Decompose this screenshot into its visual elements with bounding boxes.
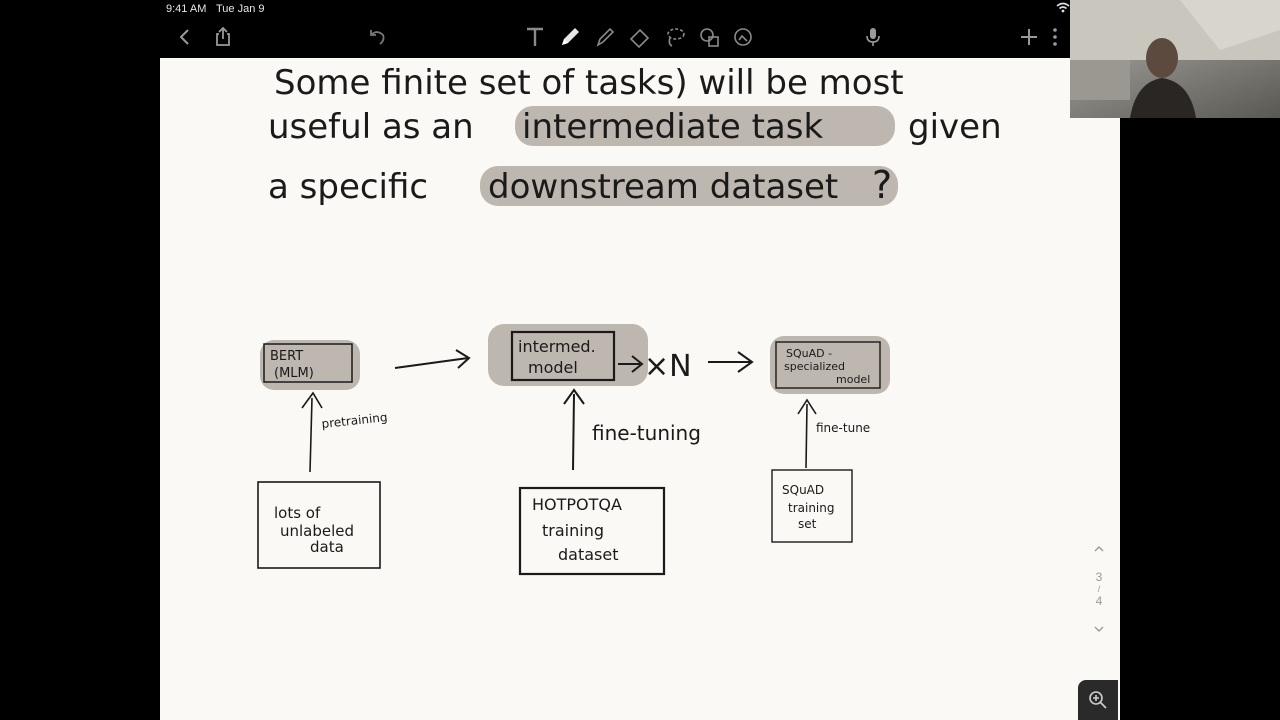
label-pretraining: pretraining [321, 410, 388, 431]
lasso-icon[interactable] [660, 22, 690, 52]
arrow-xn-to-squad [708, 351, 754, 373]
presenter-video-frame [1070, 0, 1280, 118]
squad-training-label-2: training [788, 501, 835, 515]
squad-training-label-3: set [798, 517, 817, 531]
wifi-icon [1056, 2, 1070, 13]
label-finetune: fine-tune [816, 421, 870, 435]
status-date: Tue Jan 9 [216, 3, 265, 15]
zoom-button[interactable] [1078, 680, 1118, 720]
squad-training-box [771, 469, 853, 543]
pen-icon[interactable] [555, 22, 585, 52]
bert-label-1: BERT [270, 349, 303, 364]
highlight-bert-box [260, 340, 360, 390]
intermed-label-2: model [528, 358, 578, 377]
webcam-video [1070, 0, 1280, 118]
status-bar: 9:41 AM Tue Jan 9 [160, 0, 1070, 18]
unlabeled-label-1: lots of [274, 504, 321, 522]
squad-model-label-1: SQuAD - [786, 347, 832, 360]
unlabeled-data-box [257, 481, 381, 569]
note-line-2-highlight: intermediate task [522, 107, 823, 147]
multiplier-xn: ×N [644, 349, 692, 384]
microphone-icon[interactable] [858, 22, 888, 52]
chevron-down-icon[interactable] [1092, 622, 1106, 636]
unlabeled-label-2: unlabeled [280, 522, 354, 540]
add-page-icon[interactable] [1014, 22, 1044, 52]
share-icon[interactable] [208, 22, 238, 52]
bert-box [263, 343, 353, 383]
highlighter-icon[interactable] [590, 22, 620, 52]
note-line-2b: given [908, 107, 1002, 147]
bert-label-2: (MLM) [274, 366, 314, 381]
arrow-intermed-to-xn [618, 355, 644, 373]
chevron-up-icon[interactable] [1092, 542, 1106, 556]
intermed-label-1: intermed. [518, 337, 596, 356]
shapes-icon[interactable] [695, 22, 725, 52]
note-line-2a: useful as an [268, 107, 474, 147]
text-tool-icon[interactable] [520, 22, 550, 52]
squad-model-label-3: model [836, 373, 870, 386]
squad-model-label-2: specialized [784, 360, 845, 373]
squad-model-box [775, 341, 881, 389]
page-current: 3 [1095, 570, 1103, 584]
label-finetuning: fine-tuning [592, 421, 701, 445]
hotpotqa-label-2: training [542, 521, 604, 540]
note-canvas[interactable]: Some finite set of tasks) will be most u… [160, 58, 1120, 720]
highlight-intermediate-task [515, 106, 895, 146]
arrow-finetuning [563, 388, 585, 471]
arrow-finetune [797, 398, 817, 469]
arrow-bert-to-intermed [394, 349, 471, 369]
hotpotqa-label-3: dataset [558, 545, 619, 564]
note-line-3a: a specific [268, 167, 428, 207]
image-icon[interactable] [728, 22, 758, 52]
hotpotqa-label-1: HOTPOTQA [532, 495, 622, 514]
highlight-downstream-dataset [480, 166, 898, 206]
zoom-in-icon [1089, 691, 1107, 709]
handwritten-notes: Some finite set of tasks) will be most u… [257, 63, 1002, 576]
intermed-box [510, 330, 616, 382]
hotpotqa-box [518, 486, 666, 576]
eraser-icon[interactable] [625, 22, 655, 52]
note-line-1: Some finite set of tasks) will be most [274, 63, 904, 103]
note-question-mark: ? [872, 163, 892, 207]
highlight-squad-box [770, 336, 890, 394]
more-icon[interactable] [1040, 22, 1070, 52]
unlabeled-label-3: data [310, 538, 344, 556]
page-indicator: 3 / 4 [1086, 542, 1112, 652]
squad-training-label-1: SQuAD [782, 483, 824, 497]
status-indicators [1056, 2, 1070, 13]
page-separator: / [1097, 584, 1101, 594]
back-icon[interactable] [170, 22, 200, 52]
arrow-pretraining [301, 391, 323, 473]
status-time: 9:41 AM [166, 3, 207, 15]
highlight-intermed-box [488, 324, 648, 386]
page-total: 4 [1095, 594, 1103, 608]
toolbar [160, 18, 1070, 58]
note-line-3-highlight: downstream dataset [488, 167, 838, 207]
undo-icon[interactable] [362, 22, 392, 52]
